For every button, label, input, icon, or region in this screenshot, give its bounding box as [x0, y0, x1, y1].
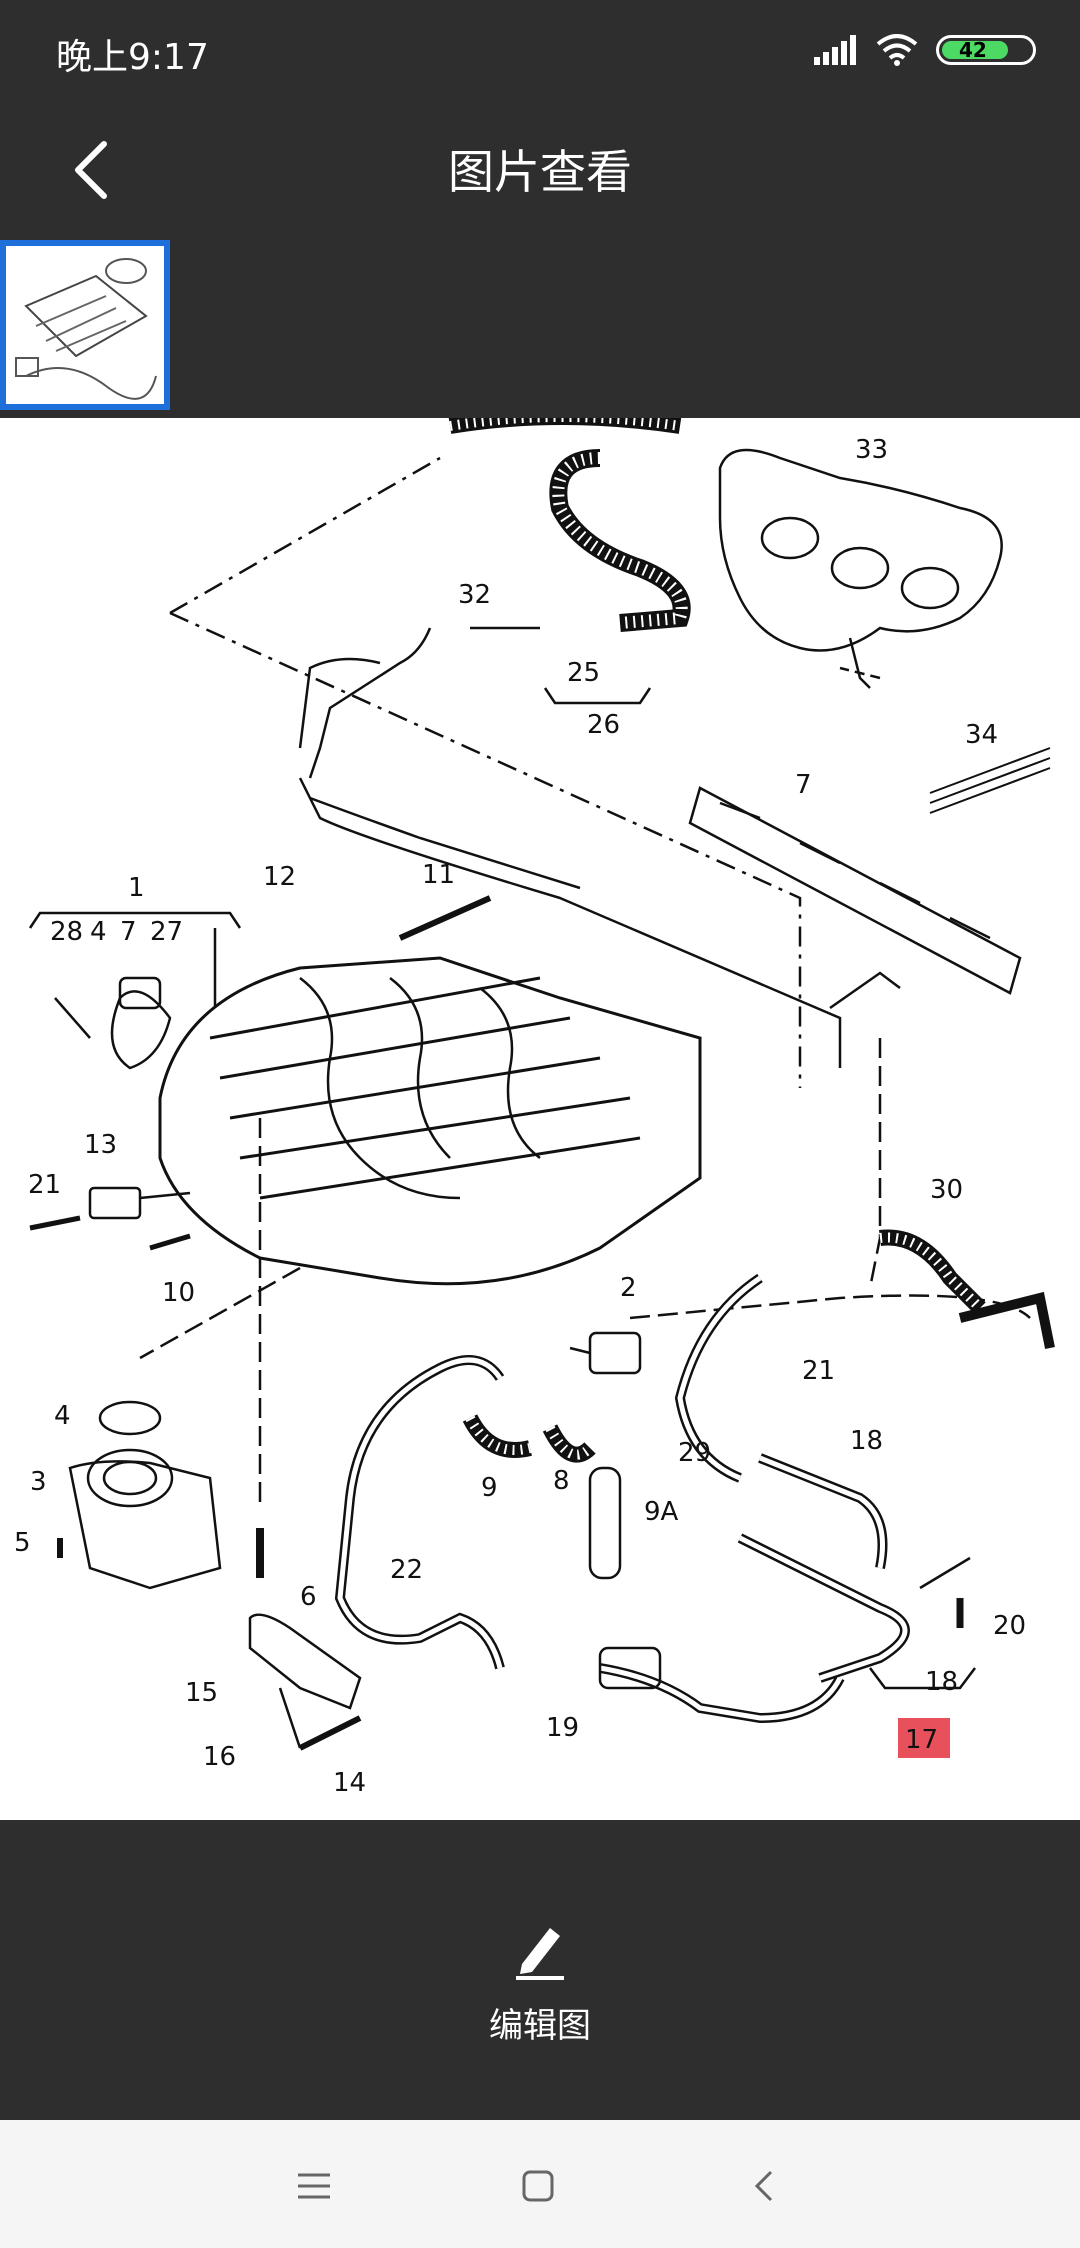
part-label: 15: [185, 1678, 218, 1708]
menu-icon: [298, 2173, 330, 2199]
part-label: 22: [390, 1555, 423, 1585]
edit-image-label: 编辑图: [489, 2006, 591, 2046]
signal-icon: [814, 35, 856, 65]
part-label: 8: [553, 1466, 570, 1496]
back-chevron-icon: [754, 2170, 773, 2202]
thumbnail-selected[interactable]: [0, 240, 170, 410]
part-label: 9A: [644, 1497, 679, 1527]
part-label: 16: [203, 1742, 236, 1772]
part-label: 34: [965, 720, 998, 750]
part-label: 21: [28, 1170, 61, 1200]
part-label: 32: [458, 580, 491, 610]
battery-level: 42: [959, 38, 987, 62]
part-label: 5: [14, 1528, 31, 1558]
part-label: 18: [850, 1426, 883, 1456]
part-label: 19: [546, 1713, 579, 1743]
home-square-icon: [522, 2170, 554, 2202]
part-label: 27: [150, 917, 183, 947]
page-title: 图片查看: [448, 145, 632, 199]
part-label: 10: [162, 1278, 195, 1308]
title-bar: 图片查看: [0, 100, 1080, 240]
highlight-box: [898, 1718, 950, 1758]
edit-panel: 编辑图: [0, 1820, 1080, 2120]
part-label: 29: [678, 1438, 711, 1468]
back-button[interactable]: [40, 120, 140, 220]
system-nav-bar: [0, 2120, 1080, 2248]
part-label: 21: [802, 1356, 835, 1386]
part-label: 30: [930, 1175, 963, 1205]
thumbnail-strip: [0, 240, 1080, 418]
battery-fill: [942, 41, 1008, 59]
pencil-icon: [516, 1928, 564, 1980]
wifi-icon: [876, 34, 918, 66]
status-bar: 晚上9:17 42: [0, 0, 1080, 100]
nav-home-button[interactable]: [508, 2156, 568, 2216]
part-label: 20: [993, 1611, 1026, 1641]
status-time: 晚上9:17: [56, 37, 209, 78]
diagram-viewer[interactable]: 33 32 25 26 34 7 1 28 4 7 27 12 11 13 21…: [0, 418, 1080, 1820]
part-label: 4: [90, 917, 107, 947]
status-icons: 42: [814, 30, 1036, 70]
part-label: 9: [481, 1473, 498, 1503]
part-label: 3: [30, 1467, 47, 1497]
battery-icon: 42: [936, 35, 1036, 65]
thumbnail-image: [6, 246, 164, 404]
back-arrow-icon: [75, 141, 107, 199]
part-label: 28: [50, 917, 83, 947]
part-label: 14: [333, 1768, 366, 1798]
part-label: 6: [300, 1582, 317, 1612]
parts-diagram: 33 32 25 26 34 7 1 28 4 7 27 12 11 13 21…: [14, 418, 1055, 1798]
part-label: 13: [84, 1130, 117, 1160]
part-label: 11: [422, 860, 455, 890]
part-label: 25: [567, 658, 600, 688]
nav-menu-button[interactable]: [284, 2156, 344, 2216]
part-label: 7: [795, 770, 812, 800]
part-label: 2: [620, 1273, 637, 1303]
part-label-highlighted: 17: [905, 1725, 938, 1755]
part-label: 33: [855, 435, 888, 465]
part-label: 4: [54, 1401, 71, 1431]
part-label: 18: [925, 1667, 958, 1697]
part-label: 26: [587, 710, 620, 740]
part-label: 12: [263, 862, 296, 892]
part-label: 7: [120, 917, 137, 947]
nav-back-button[interactable]: [734, 2156, 794, 2216]
edit-image-button[interactable]: 编辑图: [390, 1920, 690, 2070]
part-label: 1: [128, 873, 145, 903]
